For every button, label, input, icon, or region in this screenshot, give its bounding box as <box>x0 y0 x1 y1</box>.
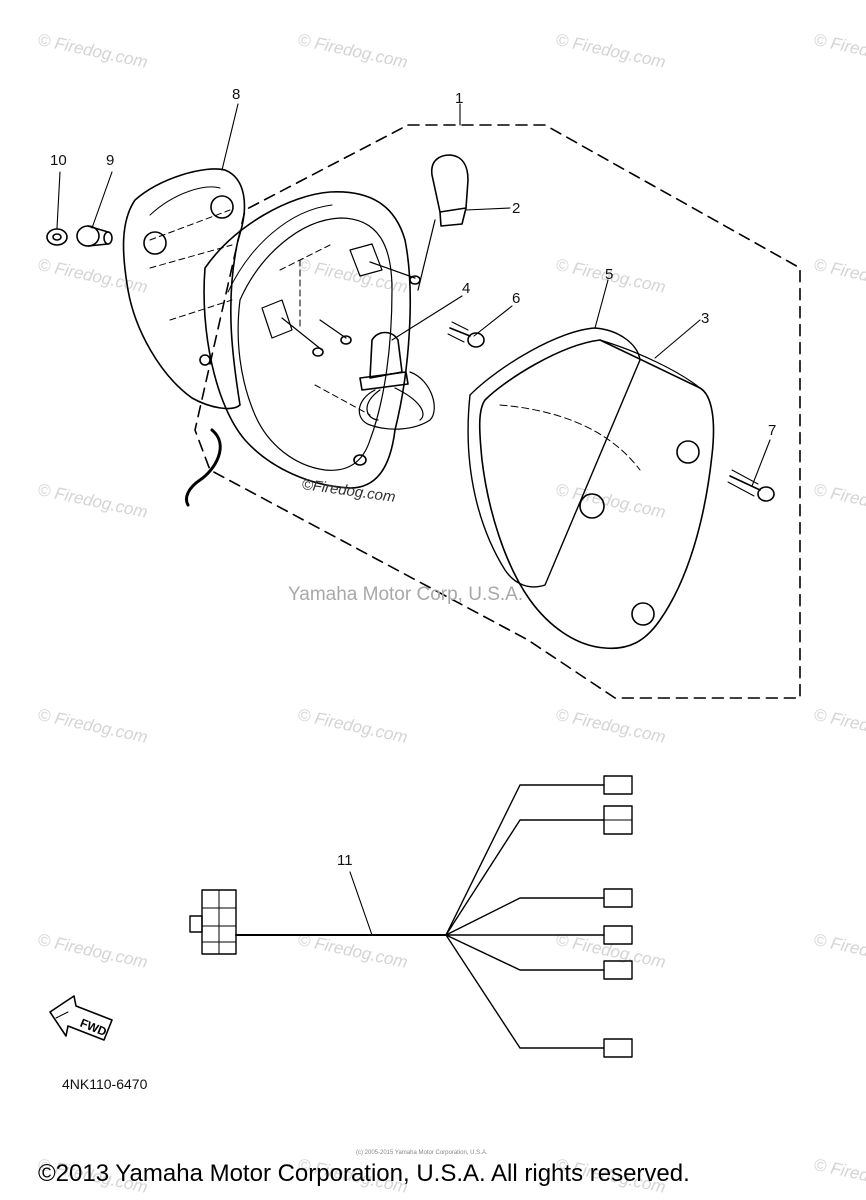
part-10-nut <box>46 228 68 246</box>
callout-4: 4 <box>462 280 471 297</box>
fwd-arrow-icon <box>49 995 113 1041</box>
callout-11: 11 <box>337 852 353 869</box>
part-3-lens <box>478 339 715 650</box>
part-5-gasket <box>467 327 641 588</box>
callout-10: 10 <box>50 152 67 169</box>
part-9-spacer <box>76 225 113 247</box>
part-2-bulb <box>417 154 469 291</box>
callout-7: 7 <box>768 422 777 439</box>
callout-2: 2 <box>512 200 521 217</box>
tiny-copyright: (c) 2005-2015 Yamaha Motor Corporation, … <box>356 1150 488 1156</box>
callout-8: 8 <box>232 86 241 103</box>
callout-5: 5 <box>605 266 614 283</box>
callout-3: 3 <box>701 310 710 327</box>
callout-6: 6 <box>512 290 521 307</box>
copyright-footer: ©2013 Yamaha Motor Corporation, U.S.A. A… <box>38 1160 690 1187</box>
center-watermark: Yamaha Motor Corp, U.S.A. <box>288 584 524 605</box>
lamp-housing-base <box>185 191 421 507</box>
part-code: 4NK110-6470 <box>62 1076 148 1092</box>
assembly-dashed-outline <box>194 124 801 699</box>
callout-1: 1 <box>455 90 464 107</box>
leader-lines <box>56 103 771 936</box>
part-11-wire-harness <box>189 775 633 1058</box>
part-8-mounting-plate <box>122 168 246 410</box>
part-6-screw <box>447 321 485 348</box>
callout-9: 9 <box>106 152 115 169</box>
part-4-socket <box>358 331 435 430</box>
part-7-screw <box>727 469 775 502</box>
